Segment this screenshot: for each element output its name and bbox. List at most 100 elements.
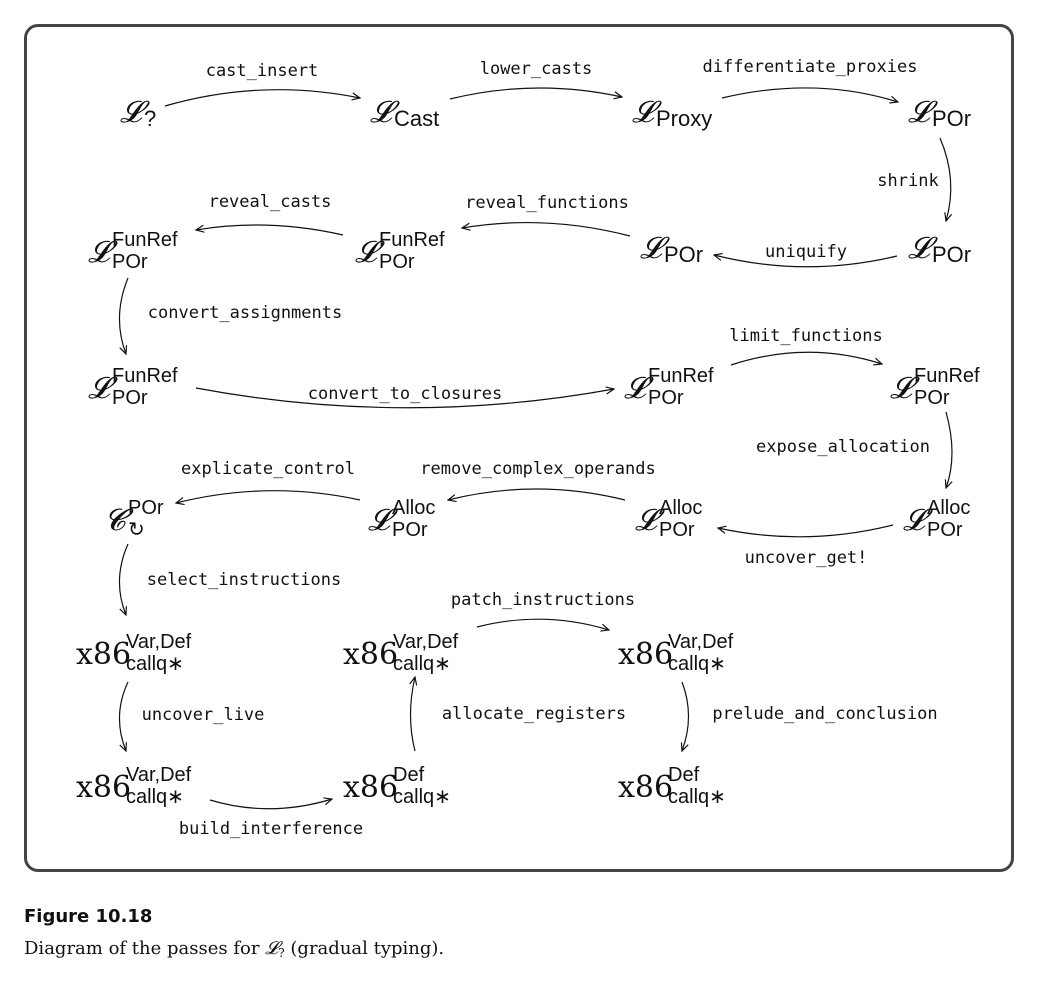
node-base: x86 (76, 637, 131, 672)
edge-arrow-build-interference (209, 799, 332, 810)
pass-label-select-instructions: select_instructions (147, 570, 341, 590)
node-subscript: POr (927, 519, 963, 541)
node-subscript: POr (659, 519, 695, 541)
node-subscript: callq∗ (126, 653, 184, 675)
caption-suffix: (gradual typing). (284, 938, 445, 959)
node-superscript: POr (128, 497, 164, 519)
node-superscript: Var,Def (126, 764, 192, 786)
pass-label-reveal-casts: reveal_casts (209, 192, 332, 212)
node-subscript: callq∗ (126, 786, 184, 808)
diagram-frame (24, 24, 1014, 872)
edge-arrow-remove-complex-operands (448, 488, 626, 500)
edge-arrow-expose-allocation (946, 411, 952, 488)
node-superscript: Alloc (927, 497, 970, 519)
node-superscript: Alloc (392, 497, 435, 519)
pass-label-uncover-get-: uncover_get! (745, 548, 868, 568)
edge-arrow-patch-instructions (476, 618, 609, 630)
node-subscript: callq∗ (393, 786, 451, 808)
caption-symbol: 𝓛 (265, 938, 279, 959)
figure-title: Figure 10.18 (24, 906, 153, 927)
node-superscript: Var,Def (393, 631, 459, 653)
node-subscript: POr (932, 242, 971, 267)
node-base: x86 (343, 770, 398, 805)
pass-label-expose-allocation: expose_allocation (756, 437, 930, 457)
pass-label-lower-casts: lower_casts (480, 59, 593, 79)
edge-arrow-select-instructions (118, 543, 129, 615)
edge-arrow-convert-to-closures (195, 388, 614, 409)
edge-arrow-reveal-functions (462, 221, 631, 237)
node-subscript: POr (664, 242, 703, 267)
node-subscript: POr (648, 387, 684, 409)
node-base: x86 (618, 770, 673, 805)
pass-label-convert-to-closures: convert_to_closures (308, 384, 502, 404)
pass-label-uncover-live: uncover_live (142, 705, 265, 725)
figure-caption: Diagram of the passes for 𝓛? (gradual ty… (24, 938, 444, 960)
pass-label-prelude-and-conclusion: prelude_and_conclusion (712, 704, 937, 724)
node-base: x86 (343, 637, 398, 672)
pass-label-cast-insert: cast_insert (206, 61, 319, 81)
pass-label-convert-assignments: convert_assignments (148, 303, 342, 323)
node-subscript: ↻ (128, 519, 145, 541)
node-subscript: POr (112, 251, 148, 273)
pass-label-allocate-registers: allocate_registers (442, 704, 626, 724)
pass-label-uniquify: uniquify (765, 242, 847, 262)
pass-label-shrink: shrink (877, 171, 938, 191)
edge-arrow-reveal-casts (196, 224, 344, 236)
pass-label-limit-functions: limit_functions (729, 326, 883, 346)
node-superscript: Def (668, 764, 700, 786)
pass-label-differentiate-proxies: differentiate_proxies (703, 57, 918, 77)
node-subscript: POr (914, 387, 950, 409)
edge-arrow-uncover-live (118, 681, 129, 751)
node-superscript: Var,Def (126, 631, 192, 653)
node-base: x86 (76, 770, 131, 805)
pass-label-reveal-functions: reveal_functions (465, 193, 629, 213)
edge-arrow-lower-casts (449, 87, 622, 100)
node-subscript: POr (112, 387, 148, 409)
edge-arrow-limit-functions (730, 351, 882, 366)
node-subscript: callq∗ (393, 653, 451, 675)
pass-label-patch-instructions: patch_instructions (451, 590, 635, 610)
pass-label-explicate-control: explicate_control (181, 459, 355, 479)
node-base: x86 (618, 637, 673, 672)
node-subscript: Cast (394, 106, 439, 131)
edge-arrow-prelude-and-conclusion (682, 681, 690, 751)
node-superscript: Alloc (659, 497, 702, 519)
node-subscript: ? (144, 106, 156, 131)
language-node-lq: 𝓛? (120, 95, 156, 131)
node-superscript: FunRef (914, 365, 980, 387)
edge-arrow-uniquify (714, 255, 898, 268)
node-subscript: callq∗ (668, 653, 726, 675)
caption-prefix: Diagram of the passes for (24, 938, 266, 959)
edges-layer: cast_insert lower_casts differentiate_prox… (118, 57, 952, 839)
edge-arrow-differentiate-proxies (721, 87, 898, 102)
edge-arrow-convert-assignments (118, 277, 129, 354)
edge-arrow-explicate-control (176, 490, 361, 503)
edge-arrow-cast-insert (164, 89, 360, 107)
pass-label-remove-complex-operands: remove_complex_operands (420, 459, 655, 479)
node-subscript: POr (932, 106, 971, 131)
node-subscript: POr (392, 519, 428, 541)
node-superscript: FunRef (112, 365, 178, 387)
node-superscript: Def (393, 764, 425, 786)
node-subscript: POr (379, 251, 415, 273)
node-superscript: FunRef (379, 229, 445, 251)
node-superscript: FunRef (112, 229, 178, 251)
node-superscript: FunRef (648, 365, 714, 387)
